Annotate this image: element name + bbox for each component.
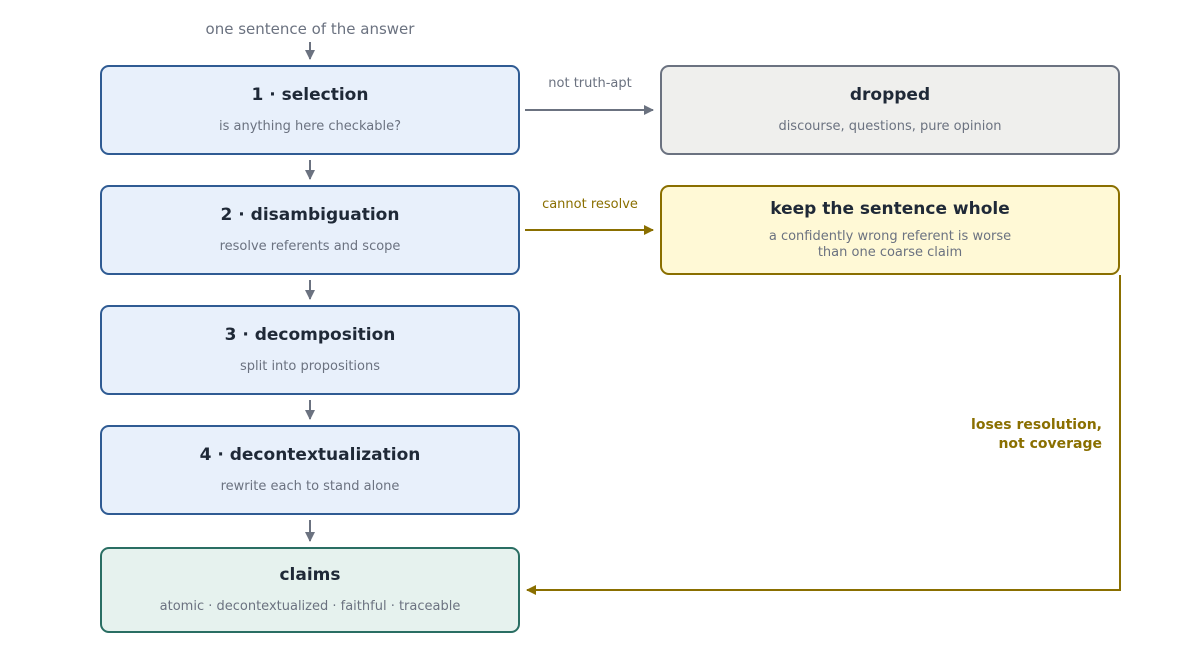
edge-label-not-truth-apt: not truth-apt xyxy=(548,76,632,91)
claims-title: claims xyxy=(279,565,341,585)
claims-subtitle: atomic · decontextualized · faithful · t… xyxy=(159,599,461,614)
loses-line1: loses resolution, xyxy=(971,417,1102,433)
step-title: 1 · selection xyxy=(251,85,369,105)
loses-line2: not coverage xyxy=(998,436,1102,452)
keep-whole-box: keep the sentence whole a confidently wr… xyxy=(660,185,1120,275)
step-decontextualization-box: 4 · decontextualization rewrite each to … xyxy=(100,425,520,515)
step-subtitle: split into propositions xyxy=(239,359,381,374)
claims-box: claims atomic · decontextualized · faith… xyxy=(100,547,520,633)
step-title: 3 · decomposition xyxy=(224,325,396,345)
step-subtitle: is anything here checkable? xyxy=(219,119,401,134)
step-selection-box: 1 · selection is anything here checkable… xyxy=(100,65,520,155)
step-decomposition-box: 3 · decomposition split into proposition… xyxy=(100,305,520,395)
input-label: one sentence of the answer xyxy=(205,20,415,38)
step-disambiguation-box: 2 · disambiguation resolve referents and… xyxy=(100,185,520,275)
step-subtitle: rewrite each to stand alone xyxy=(220,479,400,494)
keep-whole-subtitle-line1: a confidently wrong referent is worse xyxy=(768,229,1012,244)
keep-whole-subtitle-line2: than one coarse claim xyxy=(817,245,963,260)
edge-label-cannot-resolve: cannot resolve xyxy=(542,197,638,212)
step-subtitle: resolve referents and scope xyxy=(219,239,401,254)
keep-whole-title: keep the sentence whole xyxy=(770,199,1010,219)
dropped-box: dropped discourse, questions, pure opini… xyxy=(660,65,1120,155)
dropped-subtitle: discourse, questions, pure opinion xyxy=(778,119,1002,134)
edge-label-loses-resolution: loses resolution, not coverage xyxy=(971,416,1102,454)
step-title: 4 · decontextualization xyxy=(199,445,421,465)
dropped-title: dropped xyxy=(849,85,931,105)
step-title: 2 · disambiguation xyxy=(220,205,400,225)
